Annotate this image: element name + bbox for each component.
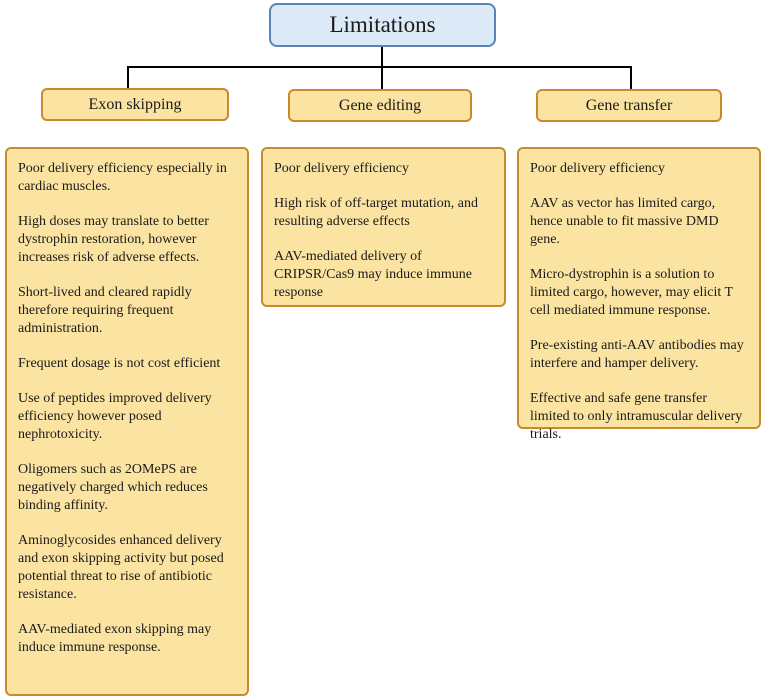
connector-exon: [127, 66, 129, 89]
list-gene-editing: Poor delivery efficiency High risk of of…: [261, 147, 506, 307]
list-item: AAV as vector has limited cargo, hence u…: [530, 196, 719, 247]
root-node-limitations: Limitations: [269, 3, 496, 47]
root-label: Limitations: [329, 12, 436, 37]
header-gene-editing: Gene editing: [288, 89, 472, 122]
list-item: Oligomers such as 2OMePS are negatively …: [18, 462, 208, 513]
list-item: AAV-mediated exon skipping may induce im…: [18, 622, 212, 655]
list-gene-transfer: Poor delivery efficiency AAV as vector h…: [517, 147, 761, 442]
list-item: Poor delivery efficiency especially in c…: [18, 161, 227, 194]
list-item: Use of peptides improved delivery effici…: [18, 391, 212, 442]
header-label: Gene transfer: [585, 96, 673, 114]
list-item: Poor delivery efficiency: [274, 161, 410, 176]
connector-root-down: [381, 47, 383, 67]
connector-gene-transfer: [630, 66, 632, 90]
list-item: Frequent dosage is not cost efficient: [18, 356, 221, 371]
header-exon-skipping: Exon skipping: [41, 88, 229, 121]
connector-horizontal: [127, 66, 632, 68]
header-gene-transfer: Gene transfer: [536, 89, 722, 122]
list-item: Poor delivery efficiency: [530, 161, 666, 176]
list-item: High risk of off-target mutation, and re…: [274, 196, 478, 229]
list-item: Aminoglycosides enhanced delivery and ex…: [18, 533, 224, 602]
list-item: Effective and safe gene transfer limited…: [530, 391, 743, 442]
list-item: Short-lived and cleared rapidly therefor…: [18, 285, 192, 336]
list-item: High doses may translate to better dystr…: [18, 214, 209, 265]
list-item: Micro-dystrophin is a solution to limite…: [530, 267, 733, 318]
connector-gene-editing: [381, 66, 383, 90]
list-item: Pre-existing anti-AAV antibodies may int…: [530, 338, 744, 371]
list-item: AAV-mediated delivery of CRIPSR/Cas9 may…: [274, 249, 472, 300]
list-exon-skipping: Poor delivery efficiency especially in c…: [5, 147, 249, 696]
header-label: Exon skipping: [88, 95, 182, 113]
header-label: Gene editing: [338, 96, 422, 114]
